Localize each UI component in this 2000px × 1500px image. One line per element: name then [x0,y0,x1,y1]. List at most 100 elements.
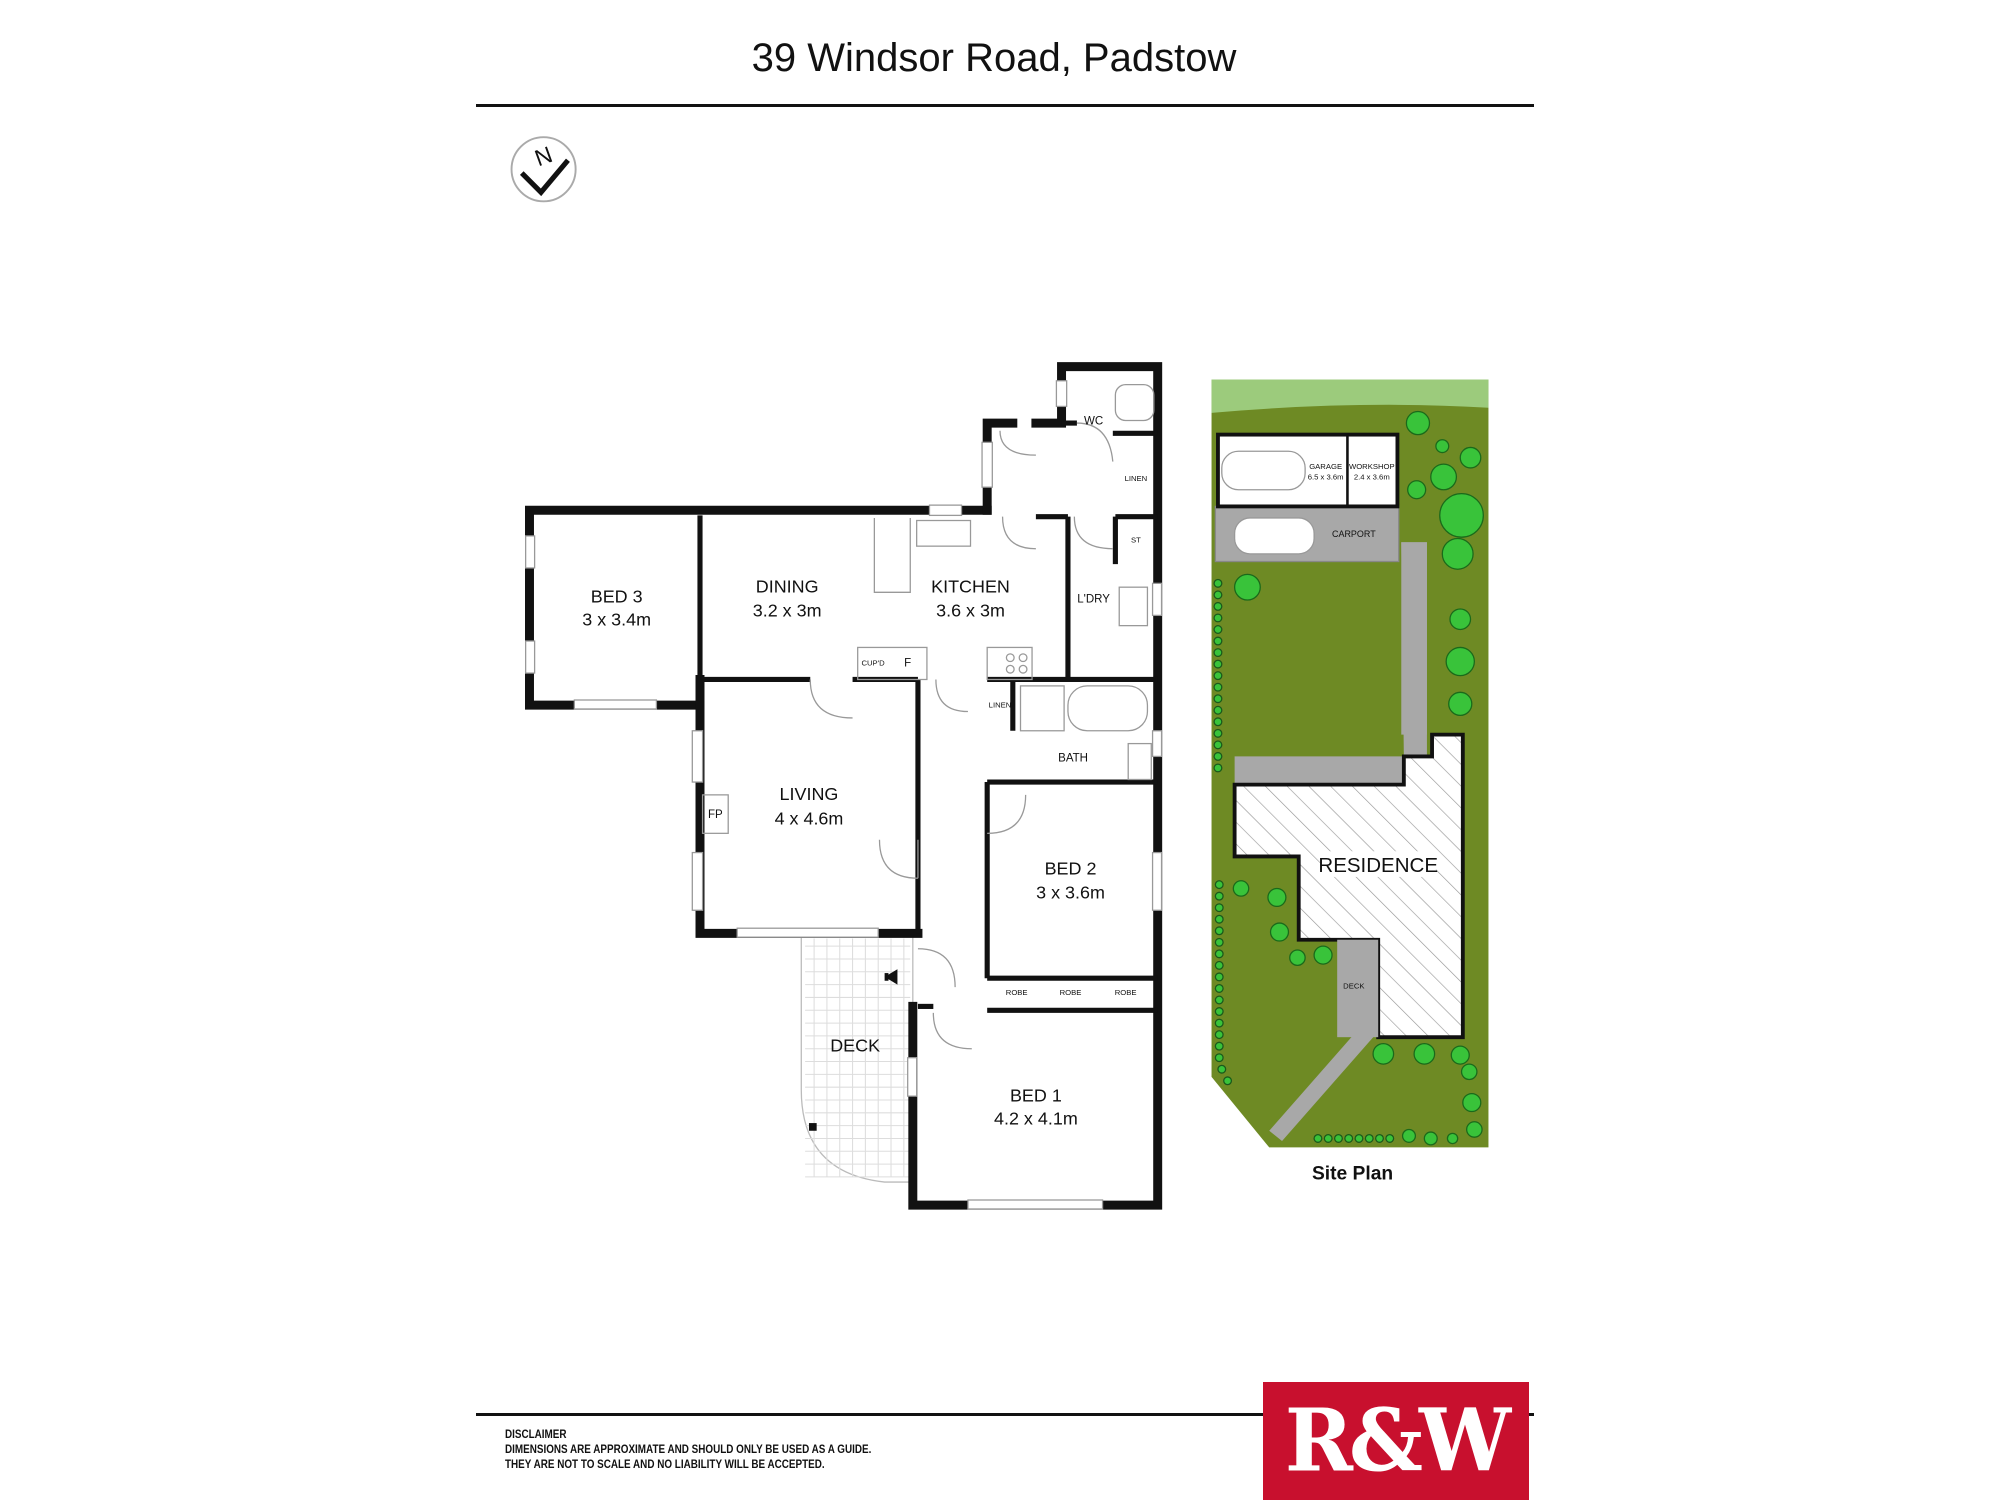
cupboard-label: CUP'D [861,658,885,667]
bath-label: BATH [1058,753,1088,765]
linen-cupboard-label: LINEN [989,701,1012,710]
hedge-shrub-icon [1213,590,1223,600]
disclaimer: DISCLAIMER DIMENSIONS ARE APPROXIMATE AN… [505,1428,871,1473]
tree-icon [1407,480,1427,500]
svg-text:BED 1: BED 1 [1010,1085,1062,1105]
garage-size: 6.5 x 3.6m [1308,472,1344,481]
tree-icon [1430,463,1458,491]
svg-text:4 x 4.6m: 4 x 4.6m [775,808,844,828]
tree-icon [1449,608,1472,631]
hedge-shrub-icon [1213,751,1223,761]
hedge-shrub-icon [1213,763,1223,773]
svg-text:3 x 3.6m: 3 x 3.6m [1036,883,1105,903]
hedge-shrub-icon [1214,880,1224,890]
hedge-shrub-icon [1213,625,1223,634]
logo-text: R&W [1284,1390,1511,1492]
hedge-shrub-icon [1214,926,1224,936]
brand-logo: R&W [1263,1382,1529,1500]
car-icon [1221,450,1315,555]
wc-label: WC [1084,415,1103,427]
footer-divider [476,1413,1534,1416]
storage-label: ST [1131,535,1141,544]
tree-icon [1405,410,1431,436]
hedge-shrub-icon [1214,1053,1224,1063]
robe-label: ROBE [1006,988,1028,997]
site-plan: RESIDENCE GARAGE 6.5 x 3.6m WORKSHOP 2.4… [1211,379,1489,1184]
hedge-shrub-icon [1214,891,1224,901]
entry-arrow-icon [884,969,898,985]
tree-icon [1289,949,1306,967]
tree-icon [1233,573,1261,601]
residence [1232,732,1465,1040]
hedge-shrub-icon [1385,1133,1395,1143]
hedge-shrub-icon [1213,728,1223,738]
hedge-shrub-icon [1214,1018,1224,1028]
hedge-shrub-icon [1214,914,1224,924]
site-deck-label: DECK [1343,981,1365,990]
hedge-shrub-icon [1364,1133,1374,1143]
tree-icon [1450,1045,1470,1065]
page-title: 39 Windsor Road, Padstow [751,36,1237,80]
room-kitchen: KITCHEN 3.6 x 3m [931,576,1010,620]
fridge-label: F [904,658,911,670]
tree-icon [1459,446,1482,469]
hedge-shrub-icon [1214,983,1224,993]
deck-label: DECK [830,1035,880,1055]
hedge-shrub-icon [1214,1041,1224,1051]
tree-icon [1446,1132,1459,1145]
svg-text:BED 2: BED 2 [1045,858,1097,878]
hedge-shrub-icon [1354,1133,1364,1143]
fixtures-and-doors [701,383,1155,1050]
disclaimer-line: THEY ARE NOT TO SCALE AND NO LIABILITY W… [505,1459,825,1471]
workshop-size: 2.4 x 3.6m [1354,472,1390,481]
site-plan-title: Site Plan [1312,1163,1393,1184]
tree-icon [1462,1092,1482,1113]
tree-icon [1413,1042,1436,1065]
hedge-shrub-icon [1214,995,1224,1005]
tree-icon [1267,887,1287,908]
tree-icon [1448,691,1473,717]
svg-text:BED 3: BED 3 [591,587,643,607]
floorplan-deck: DECK [800,932,914,1183]
hedge-shrub-icon [1213,659,1223,669]
tree-icon [1423,1131,1438,1146]
hedge-shrub-icon [1333,1133,1343,1143]
windows [525,380,1163,1210]
hedge-shrub-icon [1214,1007,1224,1017]
hedge-shrub-icon [1213,717,1223,727]
svg-text:3.2 x 3m: 3.2 x 3m [753,601,822,621]
title-divider [476,104,1534,107]
hedge-shrub-icon [1214,937,1224,947]
site-deck [1337,939,1379,1038]
residence-label: RESIDENCE [1318,854,1438,877]
svg-text:KITCHEN: KITCHEN [931,576,1010,596]
tree-icon [1232,880,1250,897]
svg-text:3.6 x 3m: 3.6 x 3m [936,601,1005,621]
room-bed1: BED 1 4.2 x 4.1m [994,1085,1078,1128]
hedge-shrub-icon [1223,1076,1233,1086]
tree-icon [1313,945,1333,965]
hedge-shrub-icon [1214,903,1224,913]
hedge-shrub-icon [1214,1030,1224,1040]
hedge-shrub-icon [1213,705,1223,715]
hedge-shrub-icon [1213,578,1223,588]
north-compass-icon: N [510,136,577,203]
disclaimer-title: DISCLAIMER [505,1429,567,1441]
tree-icon [1439,492,1484,538]
robe-label: ROBE [1115,988,1137,997]
hedge-shrub-icon [1213,740,1223,750]
workshop-label: WORKSHOP [1349,462,1395,471]
svg-text:4.2 x 4.1m: 4.2 x 4.1m [994,1108,1078,1128]
garage-label: GARAGE [1309,462,1342,471]
hedge-shrub-icon [1313,1133,1323,1143]
svg-text:3 x 3.4m: 3 x 3.4m [582,610,651,630]
room-dining: DINING 3.2 x 3m [753,576,822,620]
robe-label: ROBE [1060,988,1082,997]
tree-icon [1460,1063,1478,1081]
tree-icon [1269,922,1290,942]
tree-icon [1372,1042,1395,1065]
svg-text:DINING: DINING [756,576,819,596]
laundry-label: L'DRY [1077,594,1110,606]
